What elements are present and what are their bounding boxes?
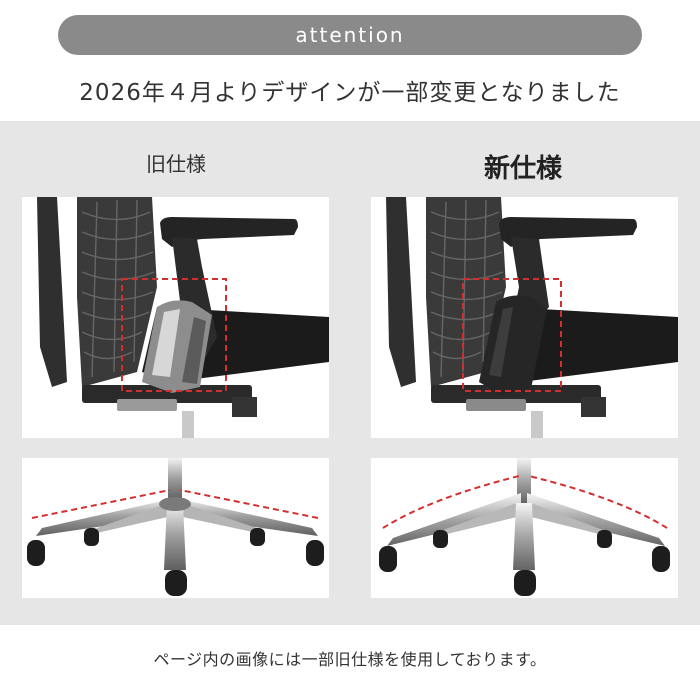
attention-banner: attention [58, 15, 642, 55]
design-change-notice: 2026年４月よりデザインが一部変更となりました [79, 80, 621, 106]
attention-label: attention [295, 23, 405, 47]
new-spec-label: 新仕様 [483, 154, 562, 184]
image-disclaimer: ページ内の画像には一部旧仕様を使用しております。 [153, 650, 547, 669]
old-armrest-photo [22, 197, 329, 438]
new-armrest-photo [371, 197, 678, 438]
old-spec-label: 旧仕様 [146, 152, 206, 176]
new-base-photo [371, 458, 678, 598]
old-base-photo [22, 458, 329, 598]
